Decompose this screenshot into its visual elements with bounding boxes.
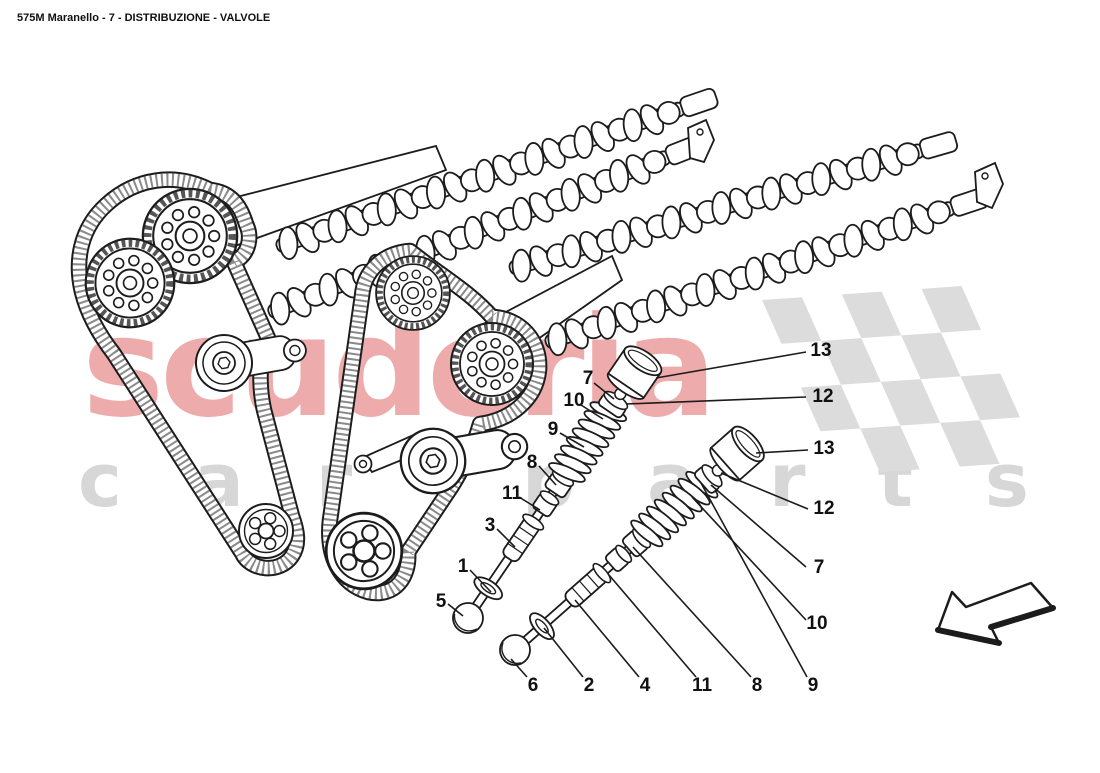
cam-pulley-right-b [451,323,533,405]
callout-11b: 11 [692,675,713,696]
leader-line [691,496,807,621]
callout-7b: 7 [814,557,825,578]
page-title: 575M Maranello - 7 - DISTRIBUZIONE - VAL… [17,12,271,24]
idler-pulley-left [238,503,294,559]
leader-line [574,599,640,678]
callout-5: 5 [436,591,447,612]
leader-line [593,382,615,400]
checkered-flag [762,286,1020,473]
callout-4: 4 [640,675,651,696]
camshaft-end-bracket-left [687,118,715,164]
callout-13b: 13 [813,438,834,459]
callout-6: 6 [528,675,539,696]
cam-pulley-left-b [86,239,175,328]
leader-line [625,396,807,405]
callout-10b: 10 [806,613,827,634]
leader-line [755,449,809,454]
leader-line [580,404,604,420]
leader-line [632,546,752,678]
callout-12: 12 [812,386,833,407]
leader-line [655,351,807,379]
callout-leaders [447,351,809,678]
callout-10: 10 [563,390,584,411]
callout-9b: 9 [808,675,819,696]
cam-pulley-right-a [376,256,450,330]
leader-line [559,432,585,448]
callout-12b: 12 [813,498,834,519]
direction-arrow-icon [935,581,1056,646]
leader-line [543,627,584,678]
callout-2: 2 [584,675,595,696]
callout-9: 9 [548,419,559,440]
callout-8b: 8 [752,675,763,696]
callout-3: 3 [485,515,496,536]
callout-11: 11 [502,483,523,504]
callout-labels: 7 10 9 8 11 3 1 5 6 2 4 11 8 9 10 13 12 … [436,340,835,696]
leader-line [608,574,697,678]
leader-line [447,603,464,617]
leader-line [510,658,528,678]
camshaft-end-bracket-right [974,161,1004,210]
timing-belt-left [70,171,306,577]
callout-1: 1 [458,556,469,577]
leader-line [700,482,808,678]
idler-pulley-right [324,511,404,591]
leader-line [710,484,807,568]
callout-8: 8 [527,452,538,473]
leader-line [518,496,541,511]
callout-7: 7 [583,368,594,389]
leader-line [720,472,809,510]
leader-line [469,569,492,593]
callout-13: 13 [810,340,831,361]
leader-line [538,465,557,486]
leader-line [496,528,516,548]
